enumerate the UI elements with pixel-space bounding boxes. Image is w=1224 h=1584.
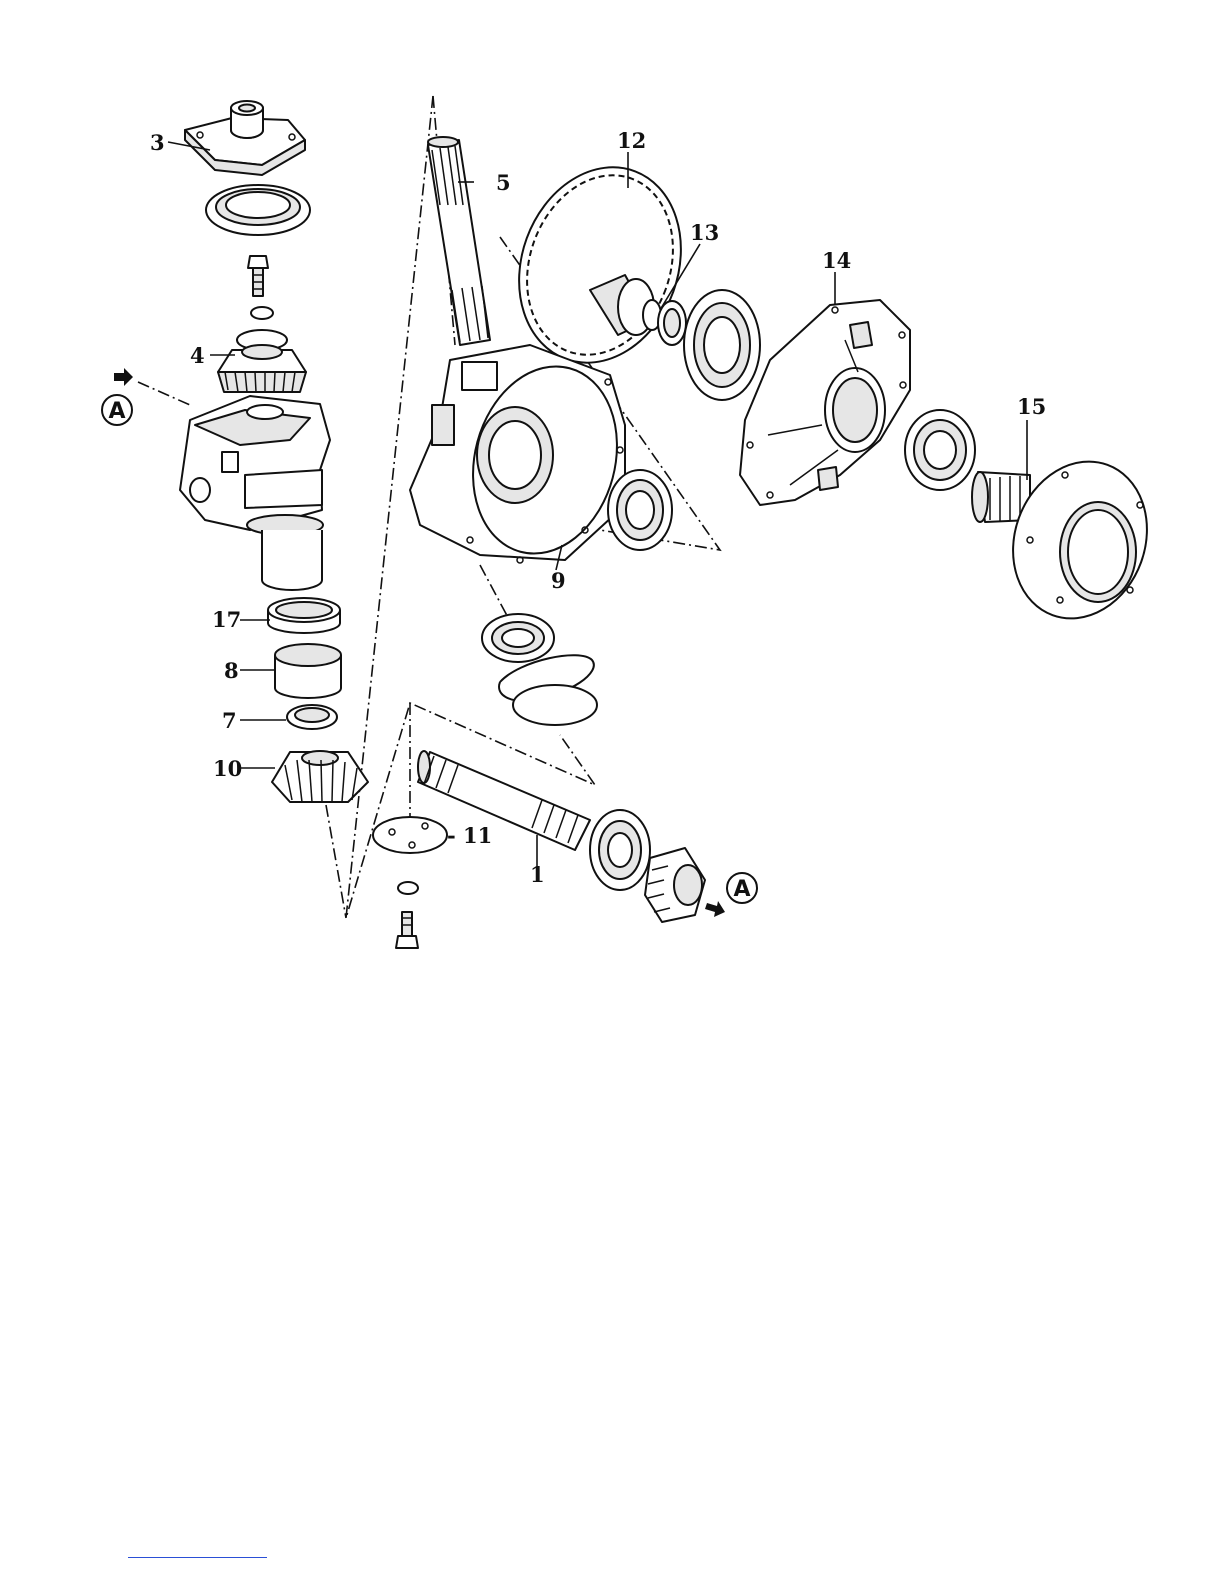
splined-shaft-part-5: [428, 137, 490, 345]
bearing-upper-right: [684, 290, 760, 400]
callout-8: 8: [224, 658, 239, 683]
callout-5: 5: [496, 170, 511, 195]
main-housing-part-9: [410, 345, 637, 570]
callout-15: 15: [1017, 394, 1046, 419]
reference-mark-left: A: [102, 368, 133, 425]
lock-washer: [398, 882, 418, 894]
gear-housing: [180, 396, 330, 590]
callout-12: 12: [617, 128, 646, 153]
bearing-on-shaft: [590, 810, 650, 890]
callout-13: 13: [690, 220, 719, 245]
bearing-ring: [206, 185, 310, 235]
reference-mark-right: A: [705, 873, 757, 917]
callout-3: 3: [150, 130, 165, 155]
callout-4: 4: [190, 343, 205, 368]
callout-7: 7: [222, 708, 237, 733]
sleeve-part-8: [275, 644, 341, 698]
bearing-right: [905, 410, 975, 490]
retainer-plate-part-11: [373, 817, 447, 853]
bevel-gear-part-4: [218, 330, 306, 392]
ring-part-17: [268, 598, 340, 633]
retaining-bolt: [396, 912, 418, 948]
snap-ring: [513, 685, 597, 725]
footer-rule: [128, 1557, 267, 1558]
reference-label-right: A: [733, 877, 750, 902]
callout-1: 1: [530, 862, 545, 887]
bolt: [248, 256, 268, 296]
arrow-right-icon: [114, 368, 133, 386]
reference-label-left: A: [108, 399, 125, 424]
washer: [251, 307, 273, 319]
pinion-gear: [645, 848, 705, 922]
arrow-right-icon: [705, 901, 725, 917]
callout-9: 9: [551, 568, 566, 593]
callout-11: - 11: [447, 823, 492, 848]
bearing-lower: [482, 614, 554, 662]
bevel-gear-part-10: [272, 751, 368, 802]
flange-cover-part-3: [185, 101, 305, 175]
shim-part-13: [643, 300, 686, 345]
callout-14: 14: [822, 248, 851, 273]
callout-17: 17: [212, 607, 241, 632]
cover-plate-part-14: [740, 300, 910, 505]
seal-part-7: [287, 705, 337, 729]
output-flange-part-15: [972, 443, 1168, 638]
bearing-middle: [608, 470, 672, 550]
callout-10: 10: [213, 756, 242, 781]
